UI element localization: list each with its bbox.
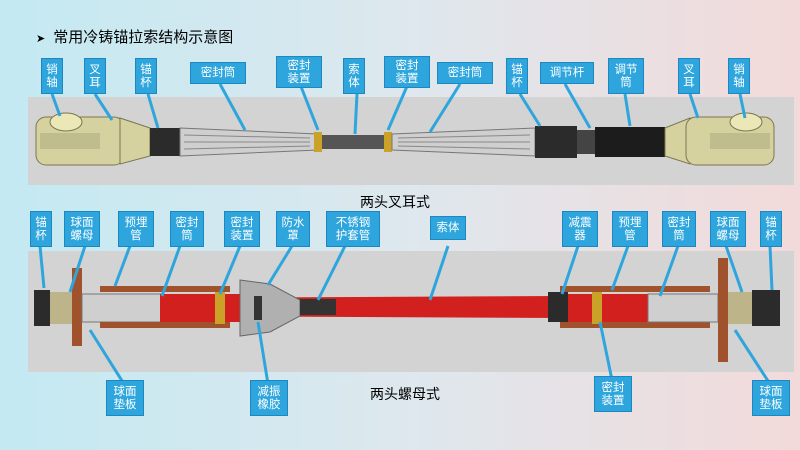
diagram1-caption: 两头叉耳式 [360,195,430,211]
label-adjust-sleeve: 调节 筒 [608,58,644,94]
label-adjust-rod: 调节杆 [540,62,594,84]
left-anchor-cup [150,128,180,156]
label-anchor-cup-right-2: 锚 杯 [760,211,782,247]
label-seal-tube-left: 密封筒 [190,62,246,84]
label-anchor-cup-right: 锚 杯 [506,58,528,94]
label-spherical-plate-right: 球面 垫板 [752,380,790,416]
arrow-bullet-icon: ➤ [36,32,46,45]
label-seal-tube-right-2: 密封 筒 [662,211,696,247]
right-anchor-cup [535,126,577,158]
left-anchor-assembly [34,268,240,346]
stainless-sleeve [300,299,336,315]
label-cable-2: 索体 [430,216,466,240]
title-text: 常用冷铸锚拉索结构示意图 [53,28,234,46]
adjust-sleeve [595,127,665,157]
label-damper: 减震 器 [562,211,598,247]
diagram2-caption: 两头螺母式 [370,387,440,403]
label-seal-tube-right: 密封筒 [437,62,493,84]
label-pin-right: 销 轴 [728,58,750,94]
label-embedded-pipe-right: 预埋 管 [612,211,648,247]
label-clevis-left: 叉 耳 [84,58,106,94]
left-seal-tube [179,127,319,157]
label-cable-1: 索 体 [343,58,365,94]
label-seal-device-right: 密封 装置 [384,56,430,88]
label-spherical-nut-right: 球面 螺母 [710,211,746,247]
label-clevis-right: 叉 耳 [678,58,700,94]
slide-title: ➤ 常用冷铸锚拉索结构示意图 [36,26,233,47]
left-seal-device [314,132,322,152]
right-anchor-assembly [548,258,780,362]
label-anchor-cup-left: 锚 杯 [135,58,157,94]
label-stainless-sleeve: 不锈钢 护套管 [326,211,380,247]
label-damping-rubber: 减振 橡胶 [250,380,288,416]
label-pin-left: 销 轴 [41,58,63,94]
cable-body-1 [318,135,388,149]
label-embedded-pipe-left: 预埋 管 [118,211,154,247]
left-clevis [35,112,151,166]
label-seal-device-left-2: 密封 装置 [224,211,260,247]
label-seal-device-bottom: 密封 装置 [594,376,632,412]
right-seal-device [384,132,392,152]
right-clevis [664,112,775,166]
label-waterproof-cap: 防水 罩 [276,211,310,247]
label-seal-device-left: 密封 装置 [276,56,322,88]
label-spherical-plate-left: 球面 垫板 [106,380,144,416]
right-seal-tube [391,127,536,157]
label-seal-tube-left-2: 密封 筒 [170,211,204,247]
label-anchor-cup-left-2: 锚 杯 [30,211,52,247]
label-spherical-nut-left: 球面 螺母 [64,211,100,247]
